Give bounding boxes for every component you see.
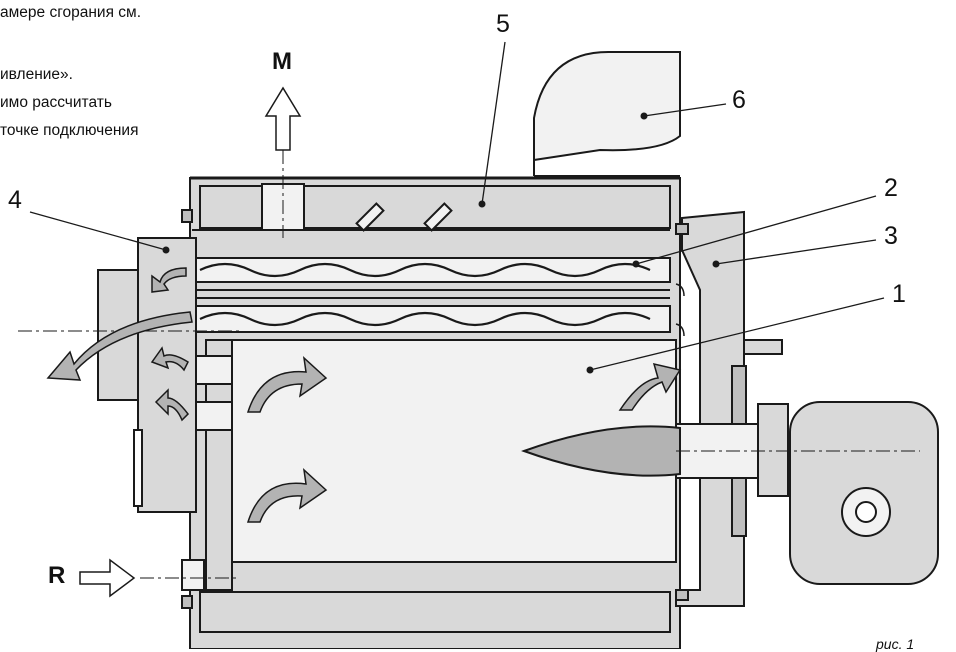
figure-caption: рис. 1 <box>876 636 915 652</box>
hot-gas-arrow-1 <box>246 356 328 413</box>
flue-tube-lower <box>191 305 671 333</box>
callout-5: 5 <box>496 10 510 38</box>
hot-gas-arrow-2 <box>246 468 328 523</box>
smoke-arrow-3 <box>154 388 189 422</box>
callout-4: 4 <box>8 186 22 214</box>
label-r: R <box>48 562 66 589</box>
label-m: M <box>272 48 292 75</box>
smoke-arrow-2 <box>150 346 189 372</box>
callout-6: 6 <box>732 86 746 114</box>
text-line-4: точке подключения <box>0 122 139 139</box>
control-panel <box>533 50 681 176</box>
gas-turn-arrow <box>618 362 682 411</box>
callout-1: 1 <box>892 280 906 308</box>
return-connection <box>181 559 205 591</box>
smoke-box <box>137 237 197 513</box>
text-line-2: ивление». <box>0 66 73 83</box>
text-line-3: имо рассчитать <box>0 94 112 111</box>
flow-arrow-r <box>79 558 136 598</box>
smoke-arrow-1 <box>151 267 187 293</box>
boiler-base <box>199 591 671 633</box>
turbulator-upper <box>199 262 651 278</box>
turbulator-lower <box>199 311 651 327</box>
flow-arrow-m <box>264 86 302 151</box>
callout-3: 3 <box>884 222 898 250</box>
exhaust-arrow <box>46 311 193 381</box>
callout-2: 2 <box>884 174 898 202</box>
text-line-1: амере сгорания см. <box>0 4 141 21</box>
